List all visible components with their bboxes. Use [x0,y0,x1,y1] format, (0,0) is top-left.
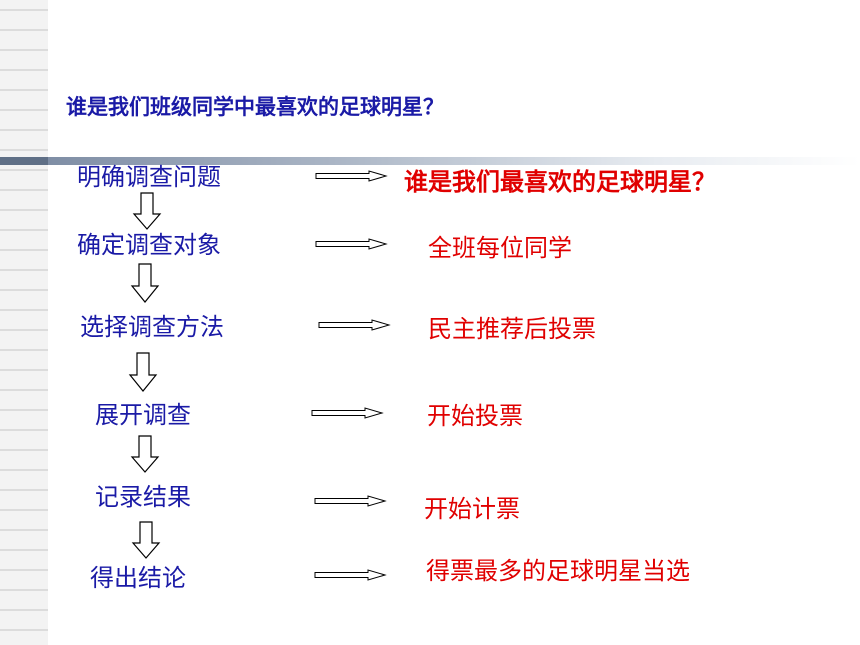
right-arrow-icon [314,495,387,507]
down-arrow-icon [132,192,162,230]
down-arrow-icon [128,352,158,392]
right-arrow-icon [314,569,387,581]
slide-body [48,0,860,645]
step-label-draw-conclusion: 得出结论 [90,564,186,592]
step-label-define-question: 明确调查问题 [77,163,221,191]
result-count-start: 开始计票 [424,495,520,523]
right-arrow-icon [315,238,388,250]
divider-bar [0,157,860,165]
result-subjects: 全班每位同学 [428,234,572,262]
result-question: 谁是我们最喜欢的足球明星？ [404,168,716,196]
right-arrow-icon [311,407,384,419]
down-arrow-icon [130,263,160,303]
step-label-conduct-survey: 展开调查 [95,401,191,429]
step-label-choose-method: 选择调查方法 [80,313,224,341]
down-arrow-icon [131,521,161,559]
step-label-define-subjects: 确定调查对象 [77,231,221,259]
slide-title: 谁是我们班级同学中最喜欢的足球明星？ [66,95,444,119]
right-arrow-icon [315,170,388,182]
step-label-record-results: 记录结果 [95,483,191,511]
right-arrow-icon [318,319,391,331]
result-winner: 得票最多的足球明星当选 [426,557,690,585]
down-arrow-icon [130,435,160,473]
result-vote-start: 开始投票 [427,402,523,430]
result-method: 民主推荐后投票 [428,315,596,343]
